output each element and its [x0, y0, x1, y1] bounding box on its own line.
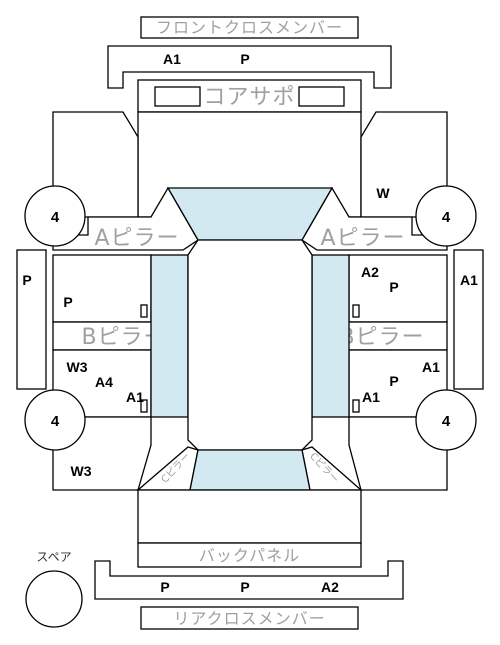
- right-side-sill-code-a1: A1: [460, 272, 478, 288]
- front-left-tire-count: 4: [51, 209, 60, 226]
- spare-tire-label: スペア: [36, 550, 71, 564]
- rear-cross-member-code-p2: P: [240, 579, 249, 595]
- front-left-tire[interactable]: [24, 185, 86, 247]
- left-headlight: [154, 86, 201, 107]
- rear-cross-member-code-p1: P: [160, 579, 169, 595]
- front-cross-member-label: フロントクロスメンバー: [156, 18, 343, 37]
- left-front-door-code-p: P: [63, 294, 72, 310]
- right-headlight: [298, 86, 345, 107]
- rear-cross-member-label: リアクロスメンバー: [173, 609, 325, 628]
- left-rear-fender-code-w3: W3: [71, 463, 92, 479]
- rear-right-tire-count: 4: [442, 413, 451, 430]
- right-rear-door-handle: [352, 399, 360, 413]
- left-front-door-handle: [140, 304, 148, 318]
- rear-window[interactable]: [189, 449, 311, 491]
- front-cross-member-code-p: P: [240, 51, 249, 67]
- back-panel-label: バックパネル: [199, 546, 300, 565]
- rear-cross-member[interactable]: [94, 560, 404, 600]
- left-rear-door-code-a4: A4: [95, 374, 113, 390]
- rear-right-tire[interactable]: [415, 389, 477, 451]
- right-b-pillar-label: Bピラー: [339, 325, 424, 350]
- rear-left-tire-count: 4: [51, 413, 60, 430]
- right-a-pillar-label: Aピラー: [320, 226, 405, 251]
- left-rear-door-code-w3: W3: [67, 359, 88, 375]
- right-front-door-code-a2: A2: [361, 264, 379, 280]
- right-front-door[interactable]: [348, 254, 448, 323]
- right-front-door-handle: [352, 304, 360, 318]
- roof[interactable]: [187, 239, 313, 451]
- back-panel[interactable]: [137, 542, 362, 568]
- left-rear-door-code-a1: A1: [126, 389, 144, 405]
- right-front-door-code-p: P: [389, 279, 398, 295]
- left-rear-door-handle: [140, 399, 148, 413]
- right-front-fender-code-w: W: [376, 185, 390, 201]
- front-cross-member-label-box: [140, 16, 359, 39]
- right-rear-door-code-p: P: [389, 373, 398, 389]
- right-side-sill[interactable]: [453, 249, 484, 390]
- front-right-tire-count: 4: [442, 209, 451, 226]
- left-side-sill-code-p: P: [22, 272, 31, 288]
- core-support-label: コアサポ: [203, 85, 295, 110]
- rear-cross-member-code-a2: A2: [321, 579, 339, 595]
- right-side-windows[interactable]: [311, 254, 350, 418]
- rear-cross-member-label-box: [140, 606, 359, 630]
- left-a-pillar-label: Aピラー: [94, 226, 179, 251]
- right-rear-door-code-a1-upper: A1: [422, 359, 440, 375]
- spare-tire[interactable]: [25, 570, 83, 628]
- trunk-lid[interactable]: [137, 489, 362, 544]
- front-cross-member-code-a1: A1: [163, 51, 181, 67]
- rear-left-tire[interactable]: [24, 389, 86, 451]
- front-cross-member[interactable]: [107, 45, 392, 89]
- left-side-windows[interactable]: [150, 254, 189, 418]
- right-rear-door-code-a1-lower: A1: [362, 389, 380, 405]
- left-front-door[interactable]: [52, 254, 152, 323]
- left-side-sill[interactable]: [16, 249, 47, 390]
- front-right-tire[interactable]: [415, 185, 477, 247]
